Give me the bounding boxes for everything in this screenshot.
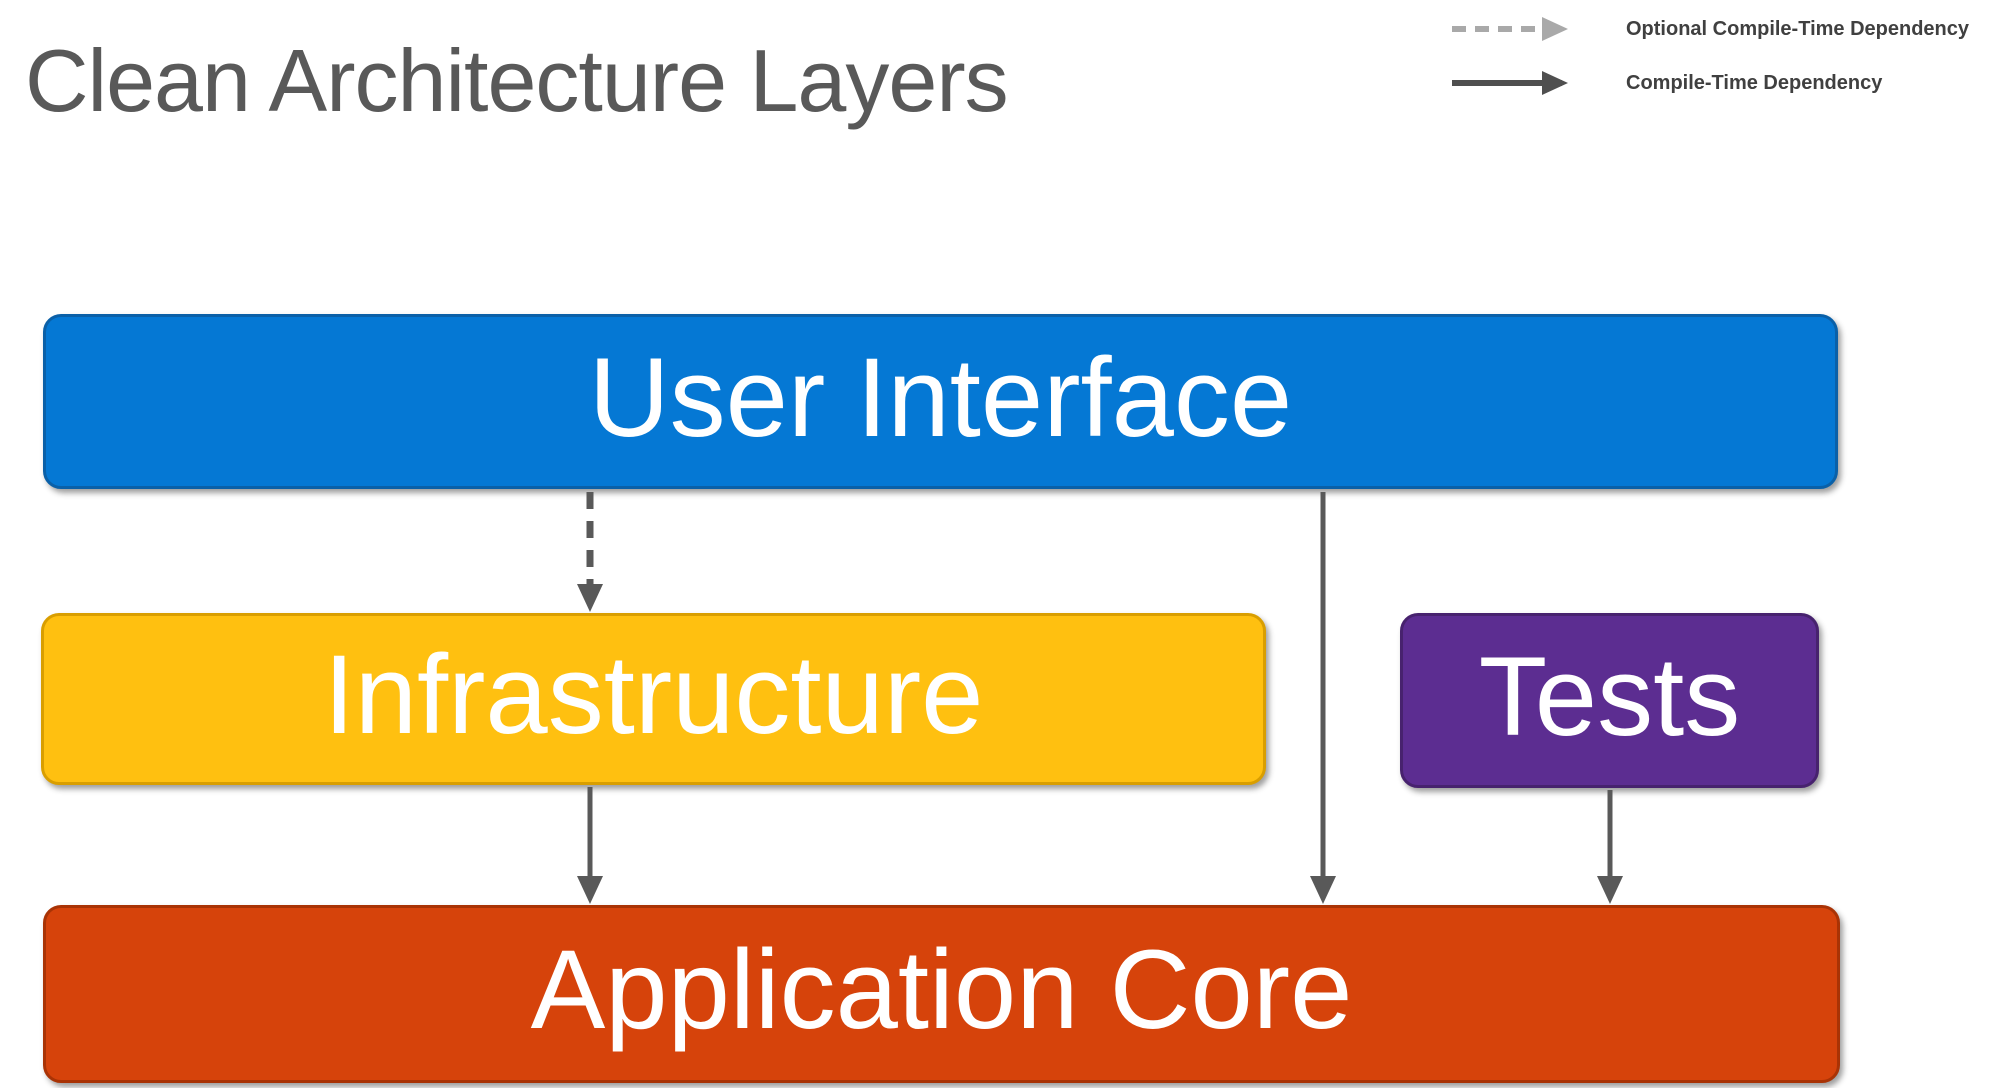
box-tests-label: Tests — [1478, 633, 1741, 759]
legend-item-optional-dependency: Optional Compile-Time Dependency — [1448, 14, 1969, 44]
box-tests: Tests — [1400, 613, 1819, 788]
box-infrastructure: Infrastructure — [41, 613, 1266, 785]
box-infrastructure-label: Infrastructure — [323, 632, 984, 757]
box-user-interface: User Interface — [43, 314, 1838, 489]
legend-item-compile-dependency: Compile-Time Dependency — [1448, 68, 1969, 98]
solid-arrow-icon — [1452, 71, 1568, 95]
legend: Optional Compile-Time Dependency Compile… — [1448, 14, 1969, 98]
box-user-interface-label: User Interface — [588, 334, 1293, 460]
page-title: Clean Architecture Layers — [25, 31, 1009, 130]
box-application-core: Application Core — [43, 905, 1840, 1083]
box-application-core-label: Application Core — [530, 927, 1353, 1052]
legend-label-optional-dependency: Optional Compile-Time Dependency — [1626, 17, 1970, 40]
dashed-arrow-icon — [1452, 17, 1568, 41]
legend-label-compile-dependency: Compile-Time Dependency — [1626, 71, 1883, 94]
